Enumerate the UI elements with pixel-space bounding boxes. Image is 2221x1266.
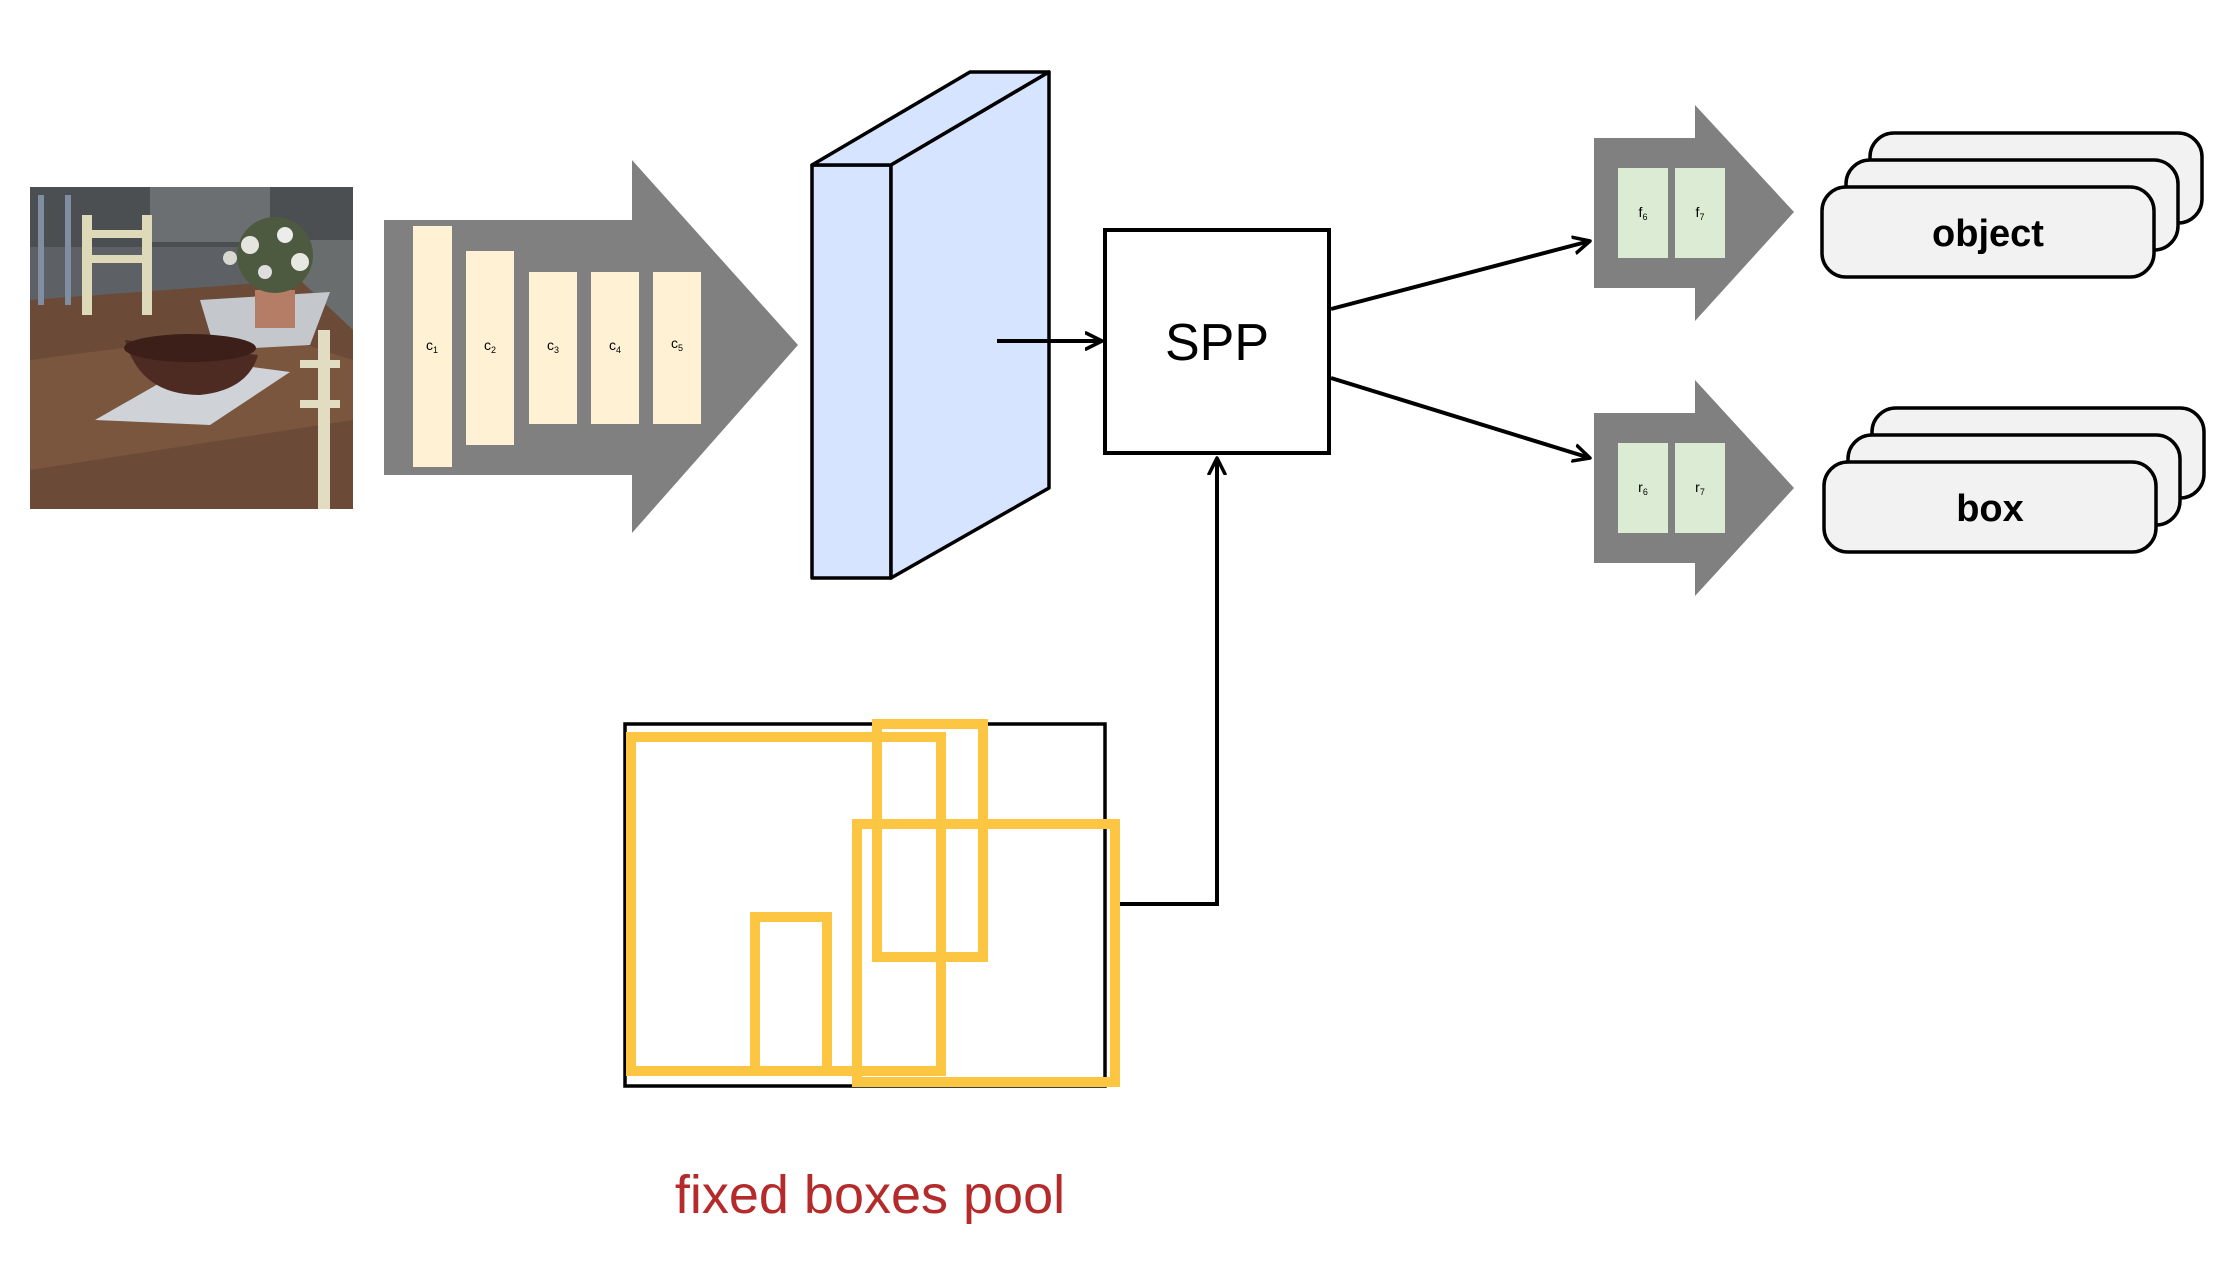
object-output-stack [1820,131,2204,279]
svg-text:c5: c5 [671,335,683,353]
cls-fc-6: f6 [1618,168,1668,258]
reg-fc-6: r6 [1618,443,1668,533]
box-label: box [1956,488,2024,530]
svg-text:r6: r6 [1638,479,1648,497]
spp-to-cls-arrow [1330,241,1590,311]
input-image [30,187,353,509]
spp-label: SPP [1165,314,1269,372]
conv-layer-2: c2 [466,251,514,445]
cls-head: f6 f7 [1594,105,1794,321]
feature-map [810,70,1051,580]
reg-fc-7: r7 [1675,443,1725,533]
svg-text:c2: c2 [484,337,496,355]
svg-text:c4: c4 [609,337,621,355]
svg-text:c3: c3 [547,337,559,355]
spp-block: SPP [1103,228,1331,455]
conv-layer-4: c4 [591,272,639,424]
svg-text:f6: f6 [1639,204,1648,222]
conv-layer-5: c5 [653,272,701,424]
object-label: object [1932,213,2044,255]
conv-layer-1: c1 [413,226,452,467]
svg-text:f7: f7 [1696,204,1705,222]
spp-to-reg-arrow [1330,376,1590,458]
svg-text:c1: c1 [426,337,438,355]
conv-layer-3: c3 [529,272,577,424]
fixed-boxes-pool [623,719,1120,1088]
cls-fc-7: f7 [1675,168,1725,258]
reg-head: r6 r7 [1594,380,1794,596]
pool-to-spp-arrow [1120,458,1217,906]
box-output-stack [1822,406,2206,554]
pool-caption: fixed boxes pool [675,1165,1065,1225]
svg-text:r7: r7 [1695,479,1705,497]
